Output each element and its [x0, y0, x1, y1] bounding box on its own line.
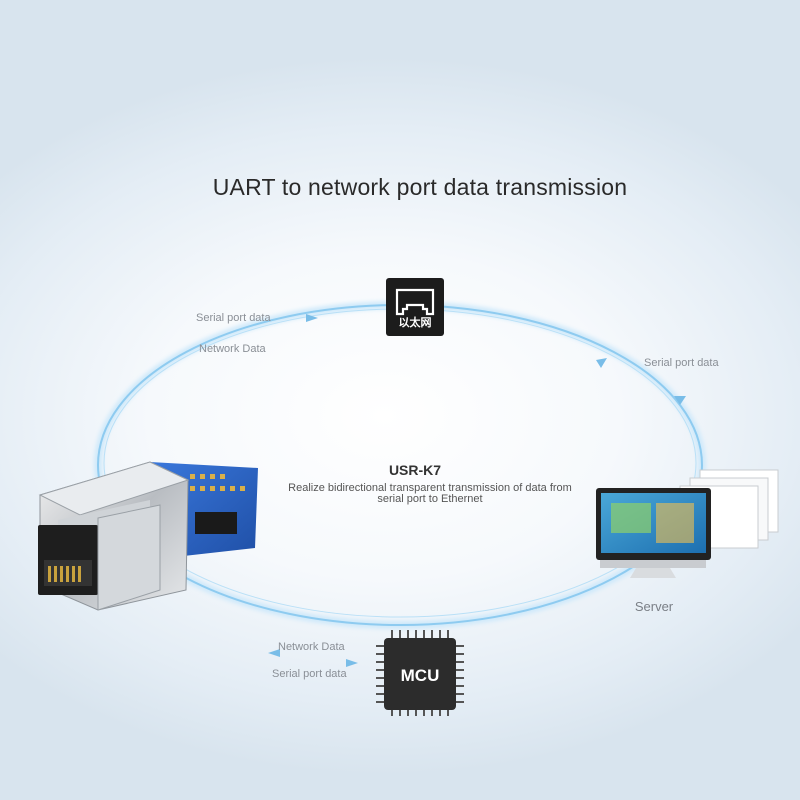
- arrow-top-left: [306, 314, 318, 322]
- ethernet-port-icon: [386, 278, 444, 336]
- server-monitor-image: [596, 469, 779, 578]
- product-description: Realize bidirectional transparent transm…: [250, 483, 610, 505]
- arrow-bottom-mid: [346, 659, 358, 667]
- product-description-line2: serial port to Ethernet: [377, 493, 483, 505]
- page-title: UART to network port data transmission: [212, 174, 628, 200]
- arrow-right-mid: [674, 396, 686, 405]
- usr-k7-module-image: [38, 461, 258, 611]
- flow-label-top-left-serial: Serial port data: [196, 312, 271, 324]
- product-name: USR-K7: [388, 462, 442, 478]
- product-description-line1: Realize bidirectional transparent transm…: [288, 482, 572, 494]
- mcu-label: MCU: [401, 666, 440, 685]
- flow-label-bottom-serial: Serial port data: [272, 668, 347, 680]
- arrow-right-top: [596, 358, 607, 368]
- ethernet-label: 以太网: [399, 315, 432, 329]
- mcu-chip-icon: MCU: [376, 630, 464, 716]
- flow-arrows: [268, 314, 686, 667]
- flow-label-top-left-network: Network Data: [199, 343, 266, 355]
- flow-label-right-serial: Serial port data: [644, 357, 719, 369]
- flow-label-bottom-network: Network Data: [278, 641, 345, 653]
- arrow-bottom-left: [268, 649, 280, 657]
- server-label: Server: [634, 599, 674, 614]
